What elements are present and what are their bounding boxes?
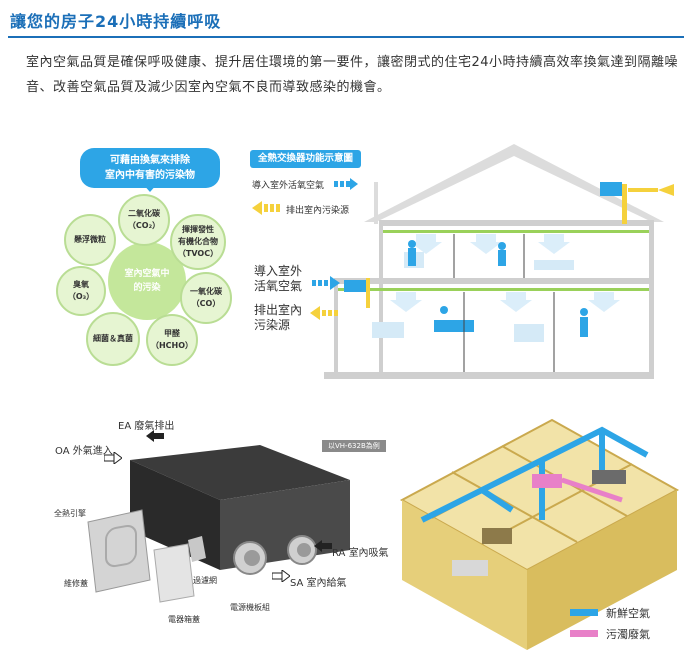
side-intake-arrow-icon [312, 276, 340, 290]
legend-dirty-swatch [570, 630, 598, 637]
filter-label: 過濾網 [193, 576, 217, 585]
legend-fresh-label: 新鮮空氣 [606, 607, 650, 620]
oa-label: OA 外氣進入 [55, 446, 113, 457]
core-label: 全熱引擎 [54, 509, 86, 518]
ea-arrow-icon [146, 430, 164, 442]
title-rule [8, 36, 684, 38]
page-title: 讓您的房子24小時持續呼吸 [10, 12, 222, 31]
node-dust: 懸浮微粒 [64, 214, 116, 266]
sa-arrow-icon [272, 570, 290, 582]
pollutant-header-pill: 可藉由換氣來排除 室內中有害的污染物 [80, 148, 220, 188]
pollutant-header-pointer [142, 183, 158, 192]
pollutant-header-line2: 室內中有害的污染物 [105, 170, 195, 181]
intro-paragraph: 室內空氣品質是確保呼吸健康、提升居住環境的第一要件，讓密閉式的住宅24小時持續高… [26, 55, 679, 95]
unit-illustration [87, 445, 350, 603]
ea-label: EA 廢氣排出 [118, 421, 175, 432]
ra-arrow-icon [314, 540, 332, 552]
sa-label: SA 室內給氣 [290, 578, 347, 589]
node-ozone: 臭氧（O₃） [56, 266, 106, 316]
side-intake-label: 導入室外 活氧空氣 [254, 264, 303, 293]
cover-label: 維修蓋 [64, 579, 88, 588]
ra-label: RA 室內吸氣 [332, 548, 389, 559]
floorplan-illustration [399, 418, 680, 650]
power-board-label: 電源機板組 [230, 603, 270, 612]
model-tag: 以VH-632B為例 [322, 440, 386, 452]
oa-arrow-icon [104, 452, 122, 464]
exhaust-label: 排出室內污染源 [286, 206, 350, 216]
intake-arrow-icon [334, 178, 358, 190]
house-illustration [324, 144, 674, 379]
node-co: 一氧化碳（CO） [180, 272, 232, 324]
node-bacteria: 細菌＆真菌 [86, 312, 140, 366]
side-exhaust-label: 排出室內 污染源 [254, 303, 303, 332]
legend-dirty-label: 污濁廢氣 [606, 628, 650, 641]
side-exhaust-arrow-icon [310, 306, 338, 320]
legend-fresh-swatch [570, 609, 598, 616]
house-caption: 全熱交換器功能示意圖 [250, 150, 362, 168]
node-co2: 二氧化碳（CO₂） [118, 194, 170, 246]
electrical-box-label: 電器箱蓋 [168, 615, 200, 624]
node-tvoc: 揮揮發性有機化合物（TVOC） [170, 214, 226, 270]
intake-label: 導入室外活氧空氣 [252, 181, 325, 191]
node-hcho: 甲醛（HCHO） [146, 314, 198, 366]
pollutant-header-line1: 可藉由換氣來排除 [110, 155, 190, 166]
exhaust-arrow-icon [252, 201, 280, 215]
